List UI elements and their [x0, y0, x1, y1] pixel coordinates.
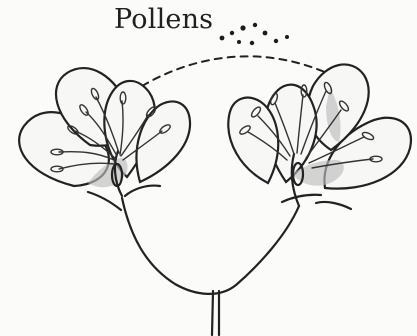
- left-flower: [19, 68, 190, 210]
- stem-system: [122, 198, 299, 335]
- pollen-cluster: [220, 23, 289, 45]
- right-flower: [228, 64, 411, 209]
- pollen-path: [142, 56, 338, 86]
